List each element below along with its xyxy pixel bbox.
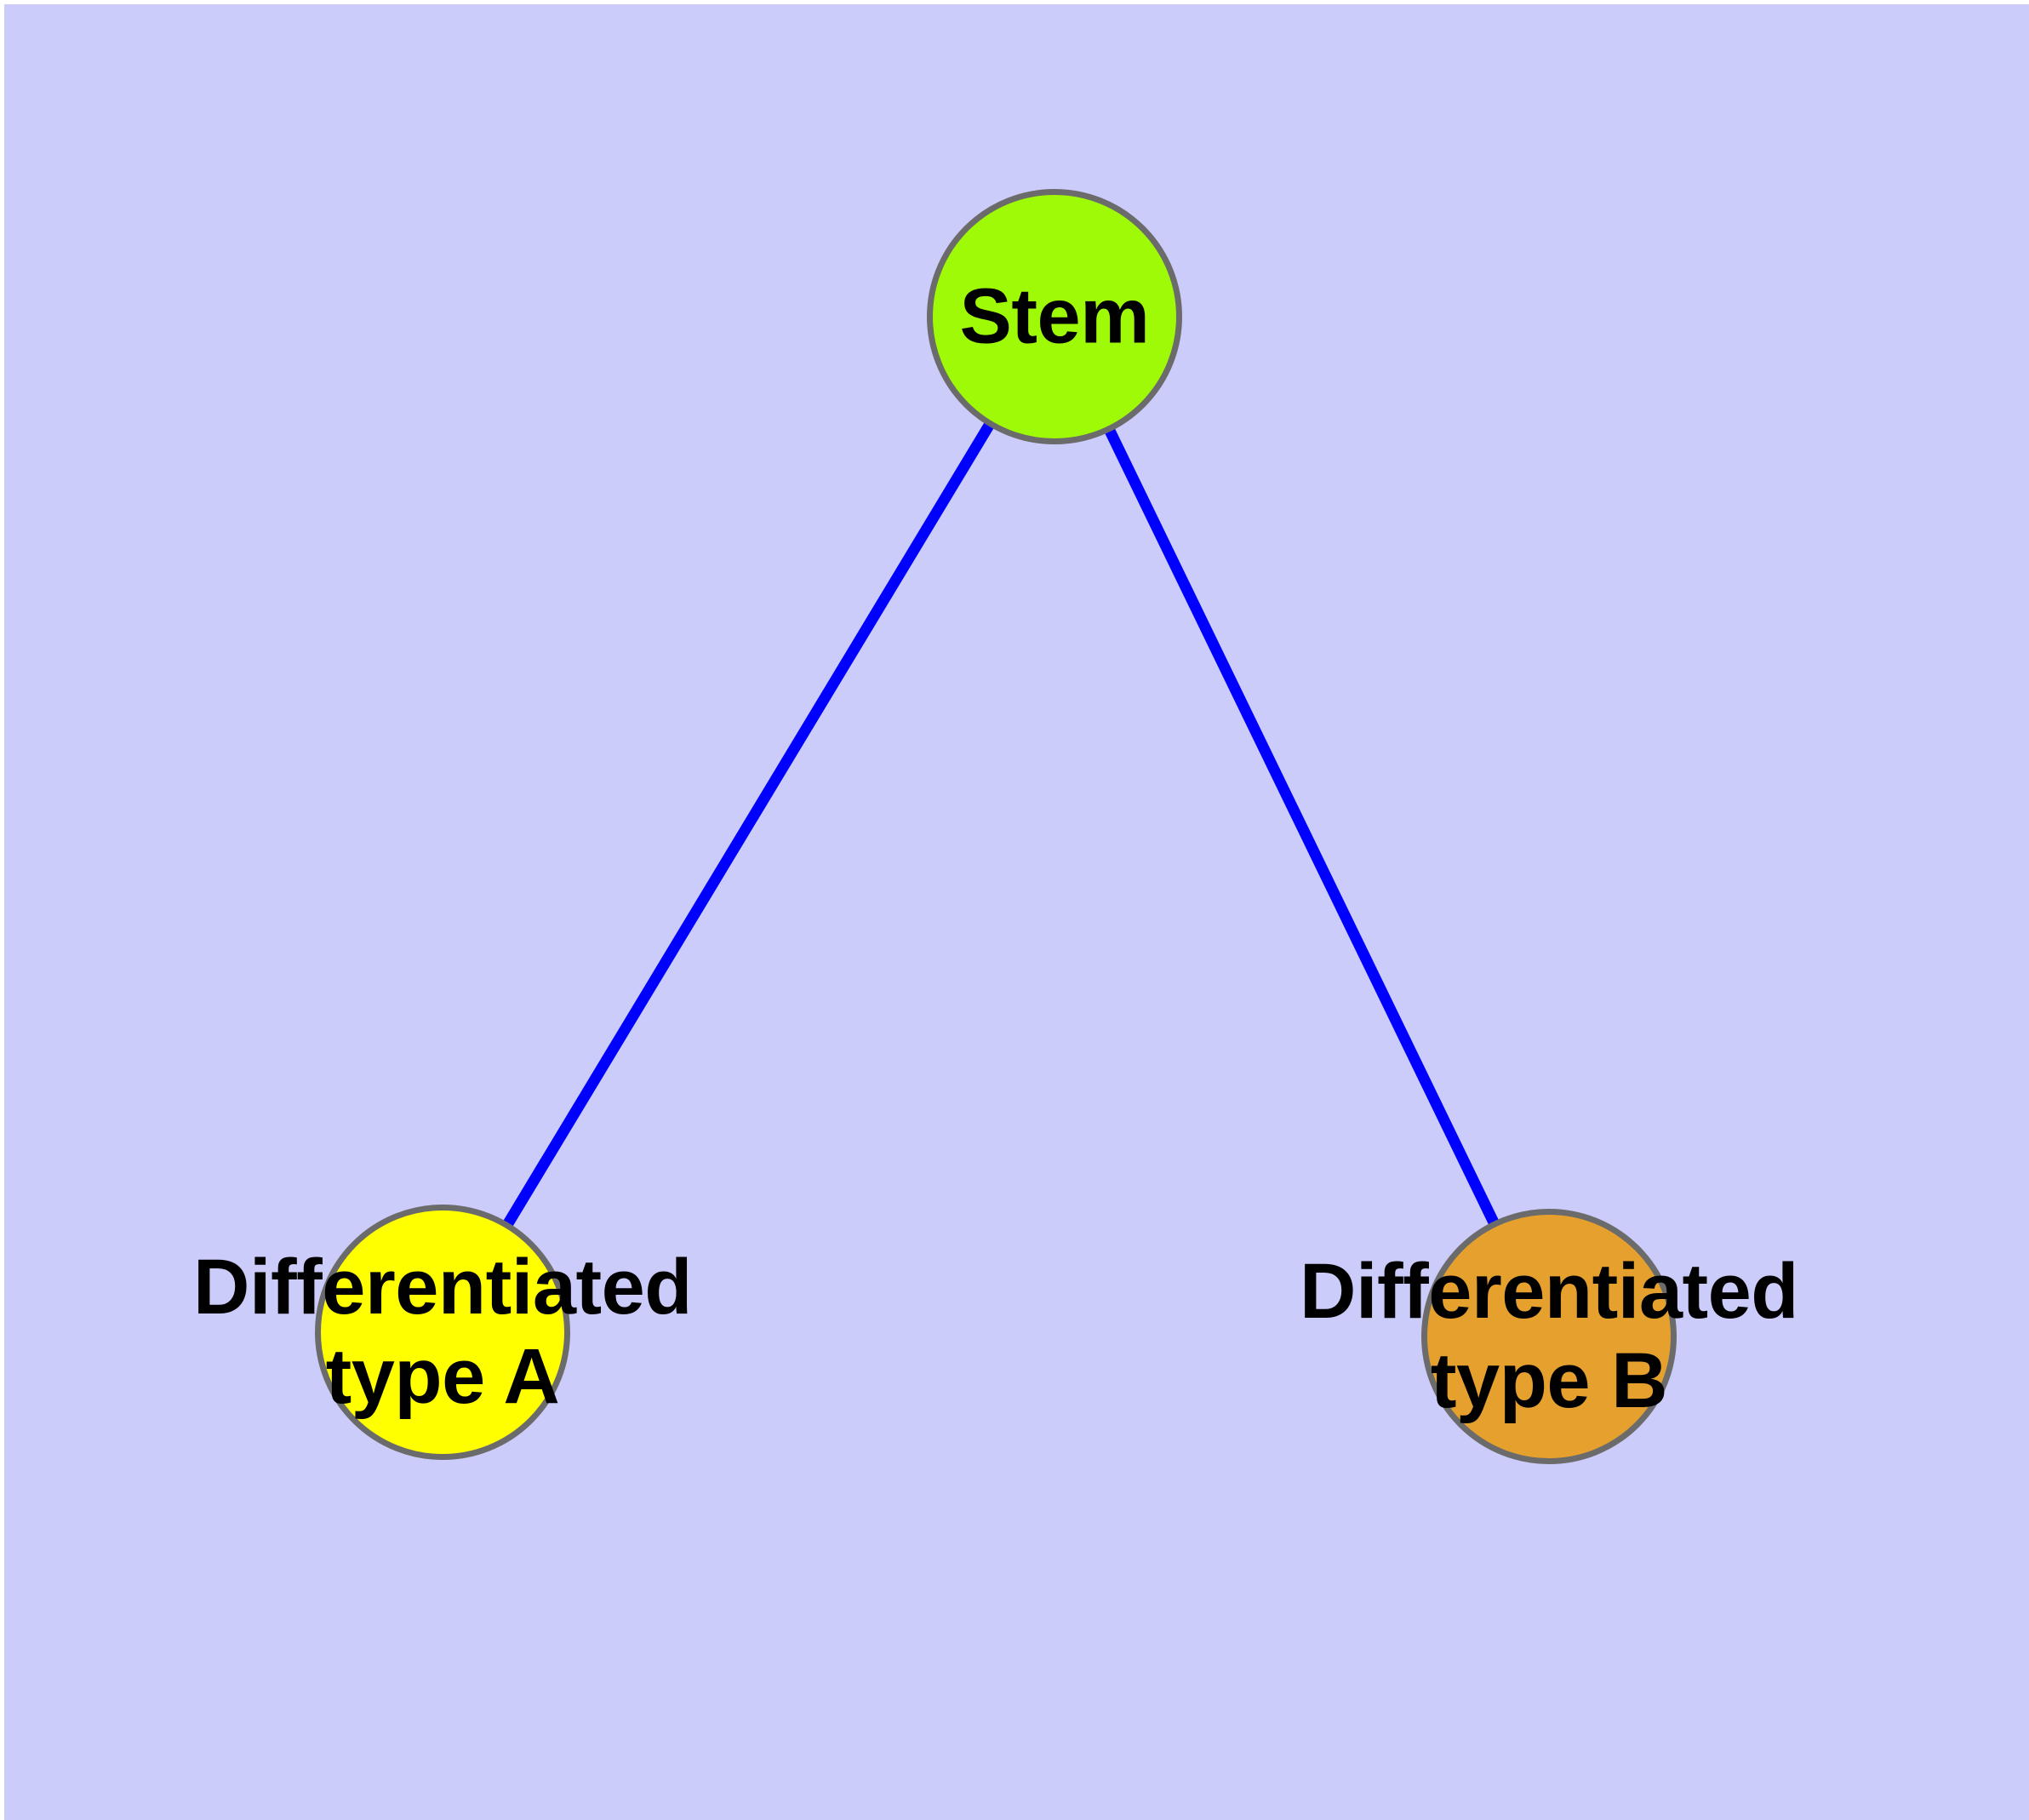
- graph-edge[interactable]: [1103, 426, 1500, 1228]
- nodes-layer: [315, 189, 1677, 1464]
- graph-node-diff_a[interactable]: [315, 1205, 570, 1460]
- graph-node-diff_b[interactable]: [1421, 1209, 1677, 1464]
- graph-node-stem[interactable]: [927, 189, 1182, 444]
- edges-layer: [501, 420, 1500, 1229]
- graph-edge[interactable]: [501, 420, 996, 1229]
